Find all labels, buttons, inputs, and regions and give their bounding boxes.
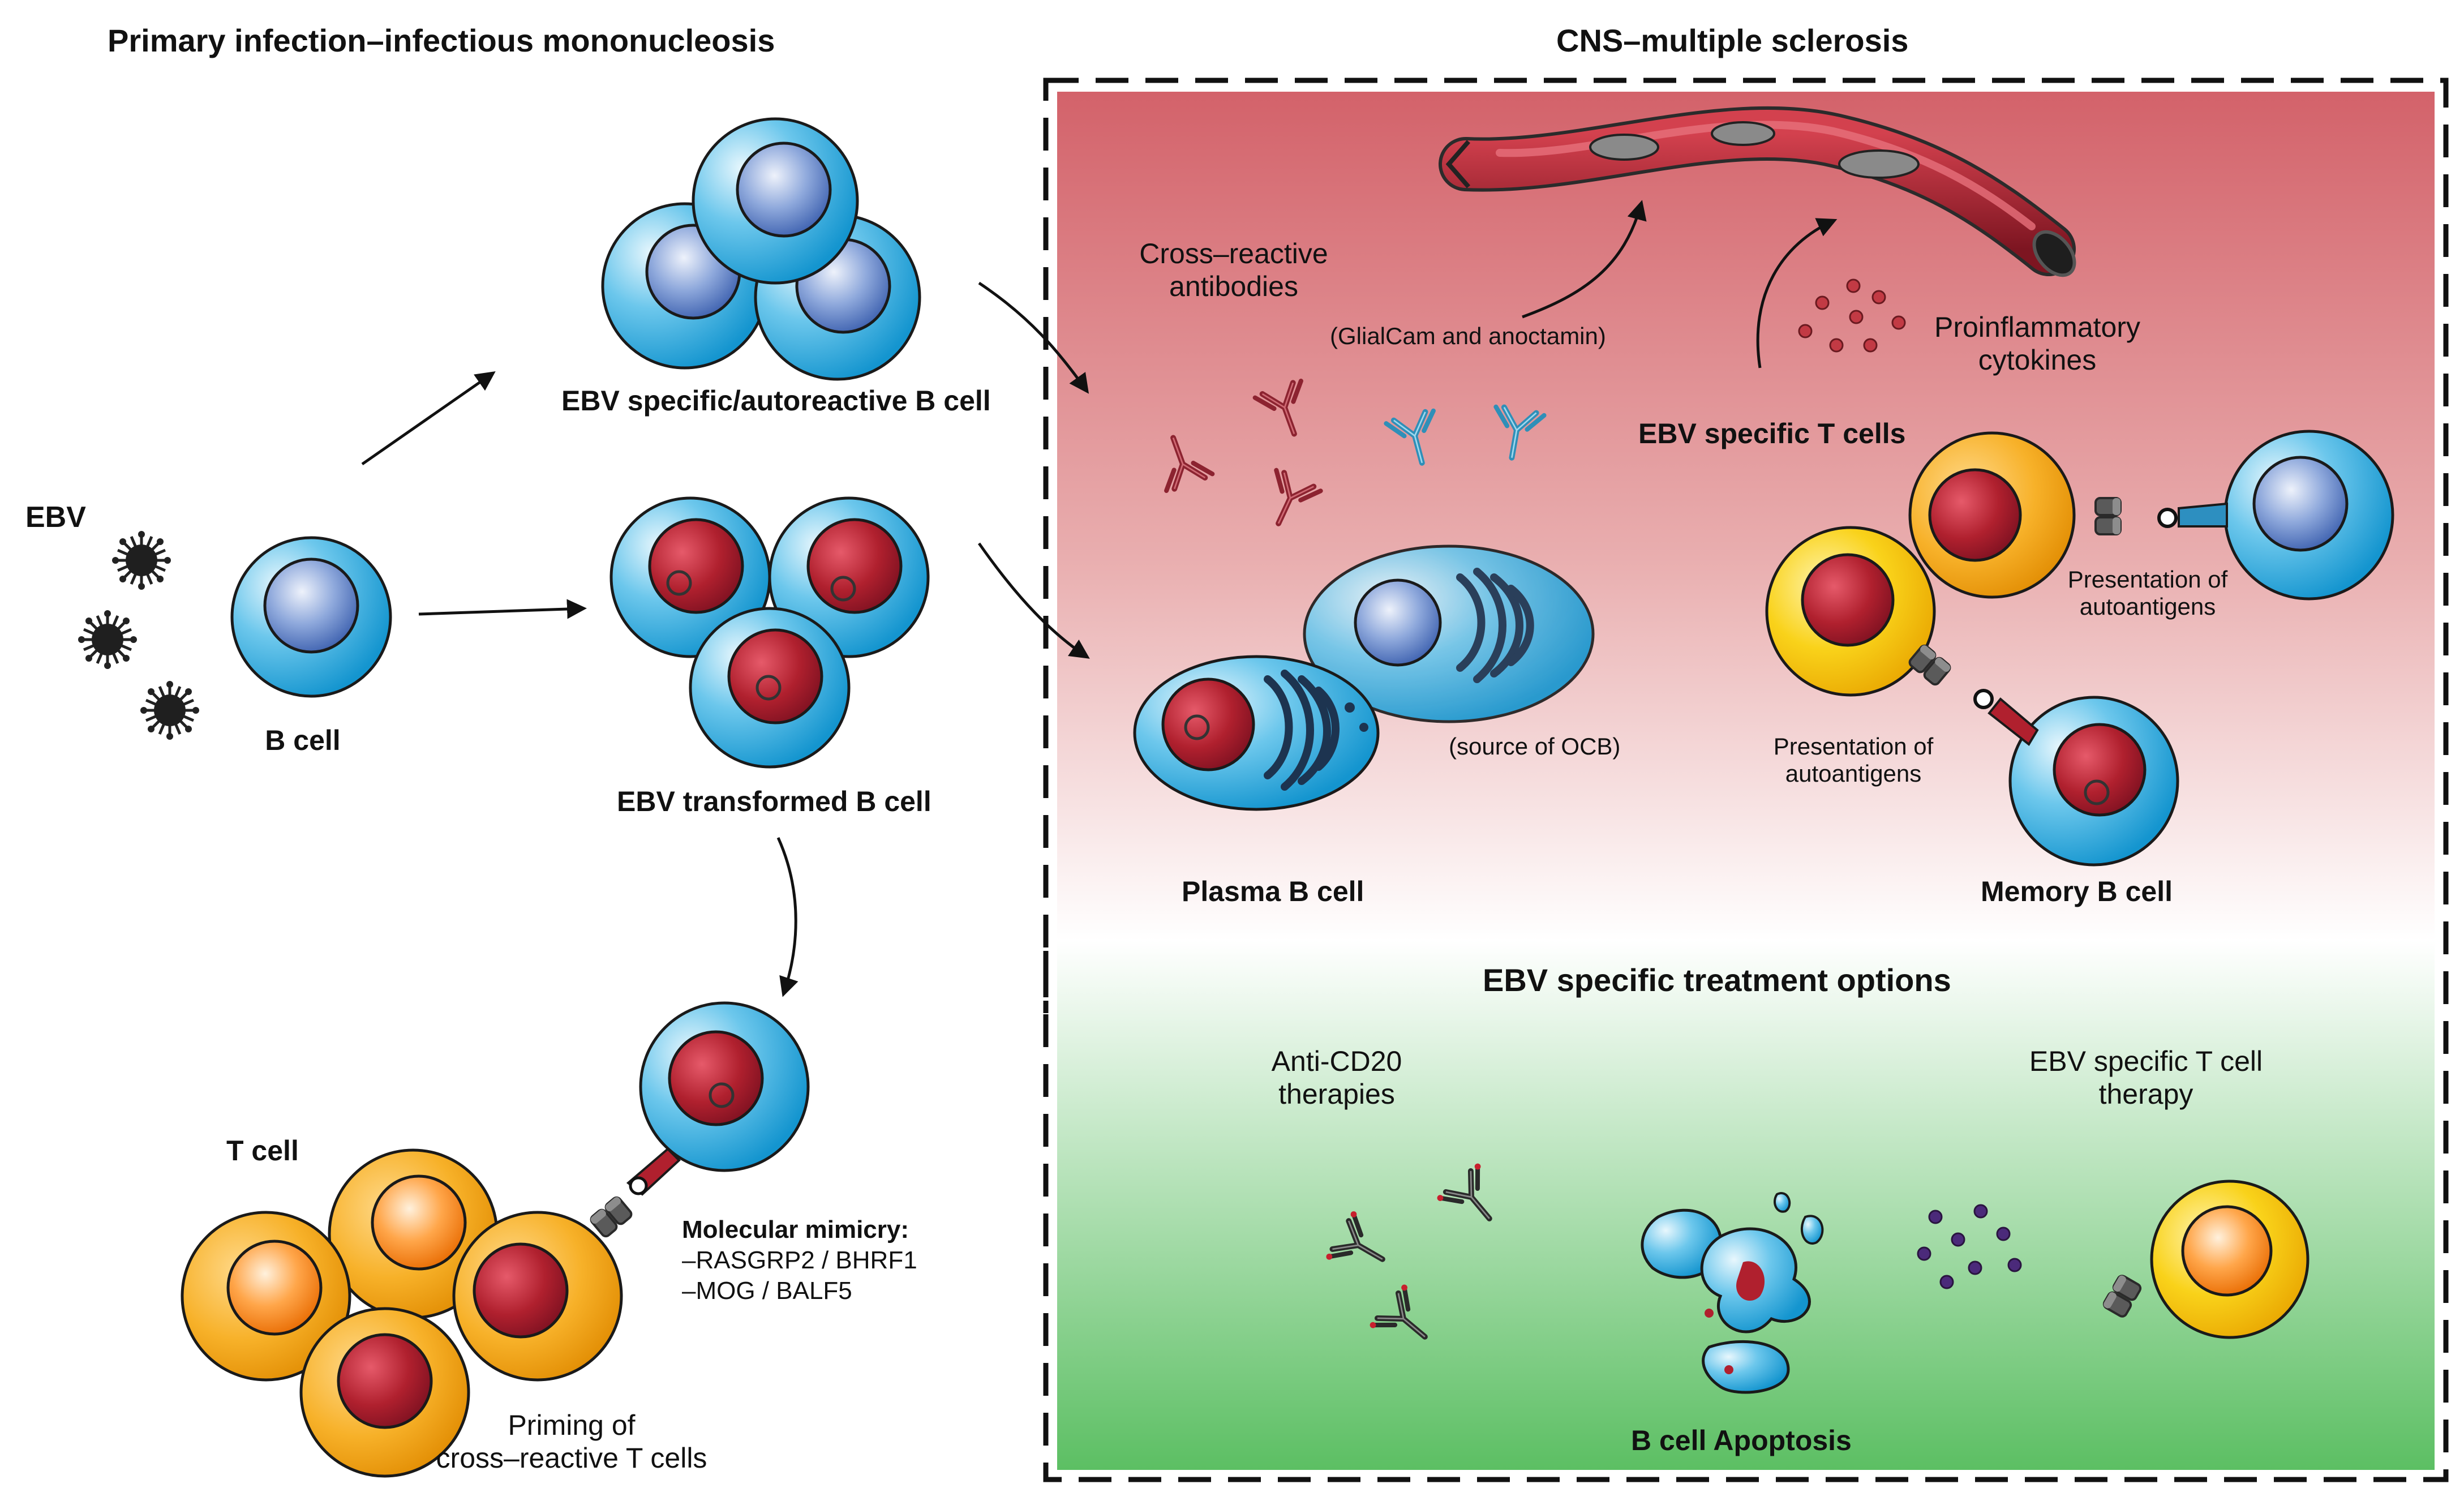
treatment-panel-title: EBV specific treatment options (1483, 962, 1951, 998)
presentation-line: Presentation of (1773, 733, 1934, 760)
molecular-mimicry-title: Molecular mimicry: (682, 1216, 909, 1244)
ebv-specific-t-cells-label: EBV specific T cells (1638, 418, 1906, 449)
mimicry-item: –RASGRP2 / BHRF1 (682, 1246, 917, 1274)
priming-label: Priming of cross–reactive T cells (436, 1409, 707, 1474)
cross-reactive-line: Cross–reactive (1139, 238, 1328, 269)
therapy-t-cell-icon (2150, 1180, 2310, 1339)
cytokine-dots-icon (1798, 278, 1906, 353)
anti-cd20-label: Anti-CD20 therapies (1272, 1045, 1402, 1110)
plasma-b-cell-label: Plasma B cell (1182, 876, 1364, 907)
cytokines-line: cytokines (1978, 344, 2097, 376)
presentation-line: autoantigens (1785, 760, 1922, 787)
cns-dashed-frame (1043, 78, 2449, 1482)
presenting-b-cell-icon (626, 1001, 810, 1196)
blood-vessel-icon (1439, 106, 2076, 277)
presentation-autoantigens-top-label: Presentation of autoantigens (2068, 566, 2228, 621)
cross-reactive-antibodies-label: Cross–reactive antibodies (1139, 238, 1328, 303)
autoreactive-b-cell-label: EBV specific/autoreactive B cell (561, 385, 991, 417)
arrow-to-autoreactive (361, 371, 496, 466)
memory-b-cell-top-icon (2157, 430, 2394, 601)
cross-reactive-line: antibodies (1169, 270, 1298, 302)
plasma-b-cell-icon (1133, 544, 1595, 811)
ebv-label: EBV (25, 501, 86, 534)
ocb-source-label: (source of OCB) (1449, 733, 1621, 760)
arrow-autoreactive-to-cns (978, 281, 1089, 394)
arrow-to-transformed (418, 599, 587, 619)
arrow-transformed-to-cns (977, 542, 1090, 659)
autoreactive-b-cell-cluster-icon (601, 117, 921, 381)
transformed-b-cell-cluster-icon (609, 496, 930, 769)
presentation-autoantigens-bottom-label: Presentation of autoantigens (1774, 733, 1934, 788)
b-cell-apoptosis-label: B cell Apoptosis (1631, 1425, 1852, 1456)
anti-cd20-line: Anti-CD20 (1271, 1045, 1402, 1077)
mimicry-item: –MOG / BALF5 (682, 1277, 852, 1305)
presentation-line: Presentation of (2067, 566, 2228, 593)
cns-panel-title: CNS–multiple sclerosis (1556, 23, 1909, 58)
t-cell-therapy-line: EBV specific T cell (2029, 1045, 2263, 1077)
transformed-b-cell-label: EBV transformed B cell (617, 786, 931, 817)
ebv-specific-t-cells-icon (1765, 431, 2076, 697)
memory-b-cell-label: Memory B cell (1981, 876, 2173, 907)
b-cell-icon (230, 536, 392, 698)
priming-line: cross–reactive T cells (436, 1442, 707, 1474)
t-cell-label: T cell (226, 1135, 299, 1167)
arrow-to-priming (776, 837, 799, 997)
cytokines-line: Proinflammatory (1934, 311, 2140, 343)
arrow-cytokines-to-vessel (1756, 218, 1838, 368)
left-panel-title: Primary infection–infectious mononucleos… (108, 23, 775, 58)
therapy-cytokine-dots-icon (1917, 1204, 2022, 1289)
memory-b-cell-icon (1973, 689, 2179, 867)
b-cell-apoptosis-icon (1641, 1192, 1824, 1394)
b-cell-label: B cell (265, 724, 341, 756)
presentation-line: autoantigens (2079, 593, 2216, 620)
proinflammatory-cytokines-label: Proinflammatory cytokines (1934, 311, 2140, 376)
tcr-icon (588, 1194, 634, 1240)
priming-line: Priming of (508, 1409, 636, 1441)
antibody-targets-label: (GlialCam and anoctamin) (1330, 323, 1606, 349)
t-cell-therapy-label: EBV specific T cell therapy (2029, 1045, 2263, 1110)
arrow-antibodies-to-vessel (1522, 200, 1647, 319)
t-cell-cluster-icon (181, 1148, 623, 1478)
t-cell-therapy-line: therapy (2098, 1078, 2193, 1110)
anti-cd20-line: therapies (1278, 1078, 1395, 1110)
ebv-virus-icon (78, 531, 199, 740)
